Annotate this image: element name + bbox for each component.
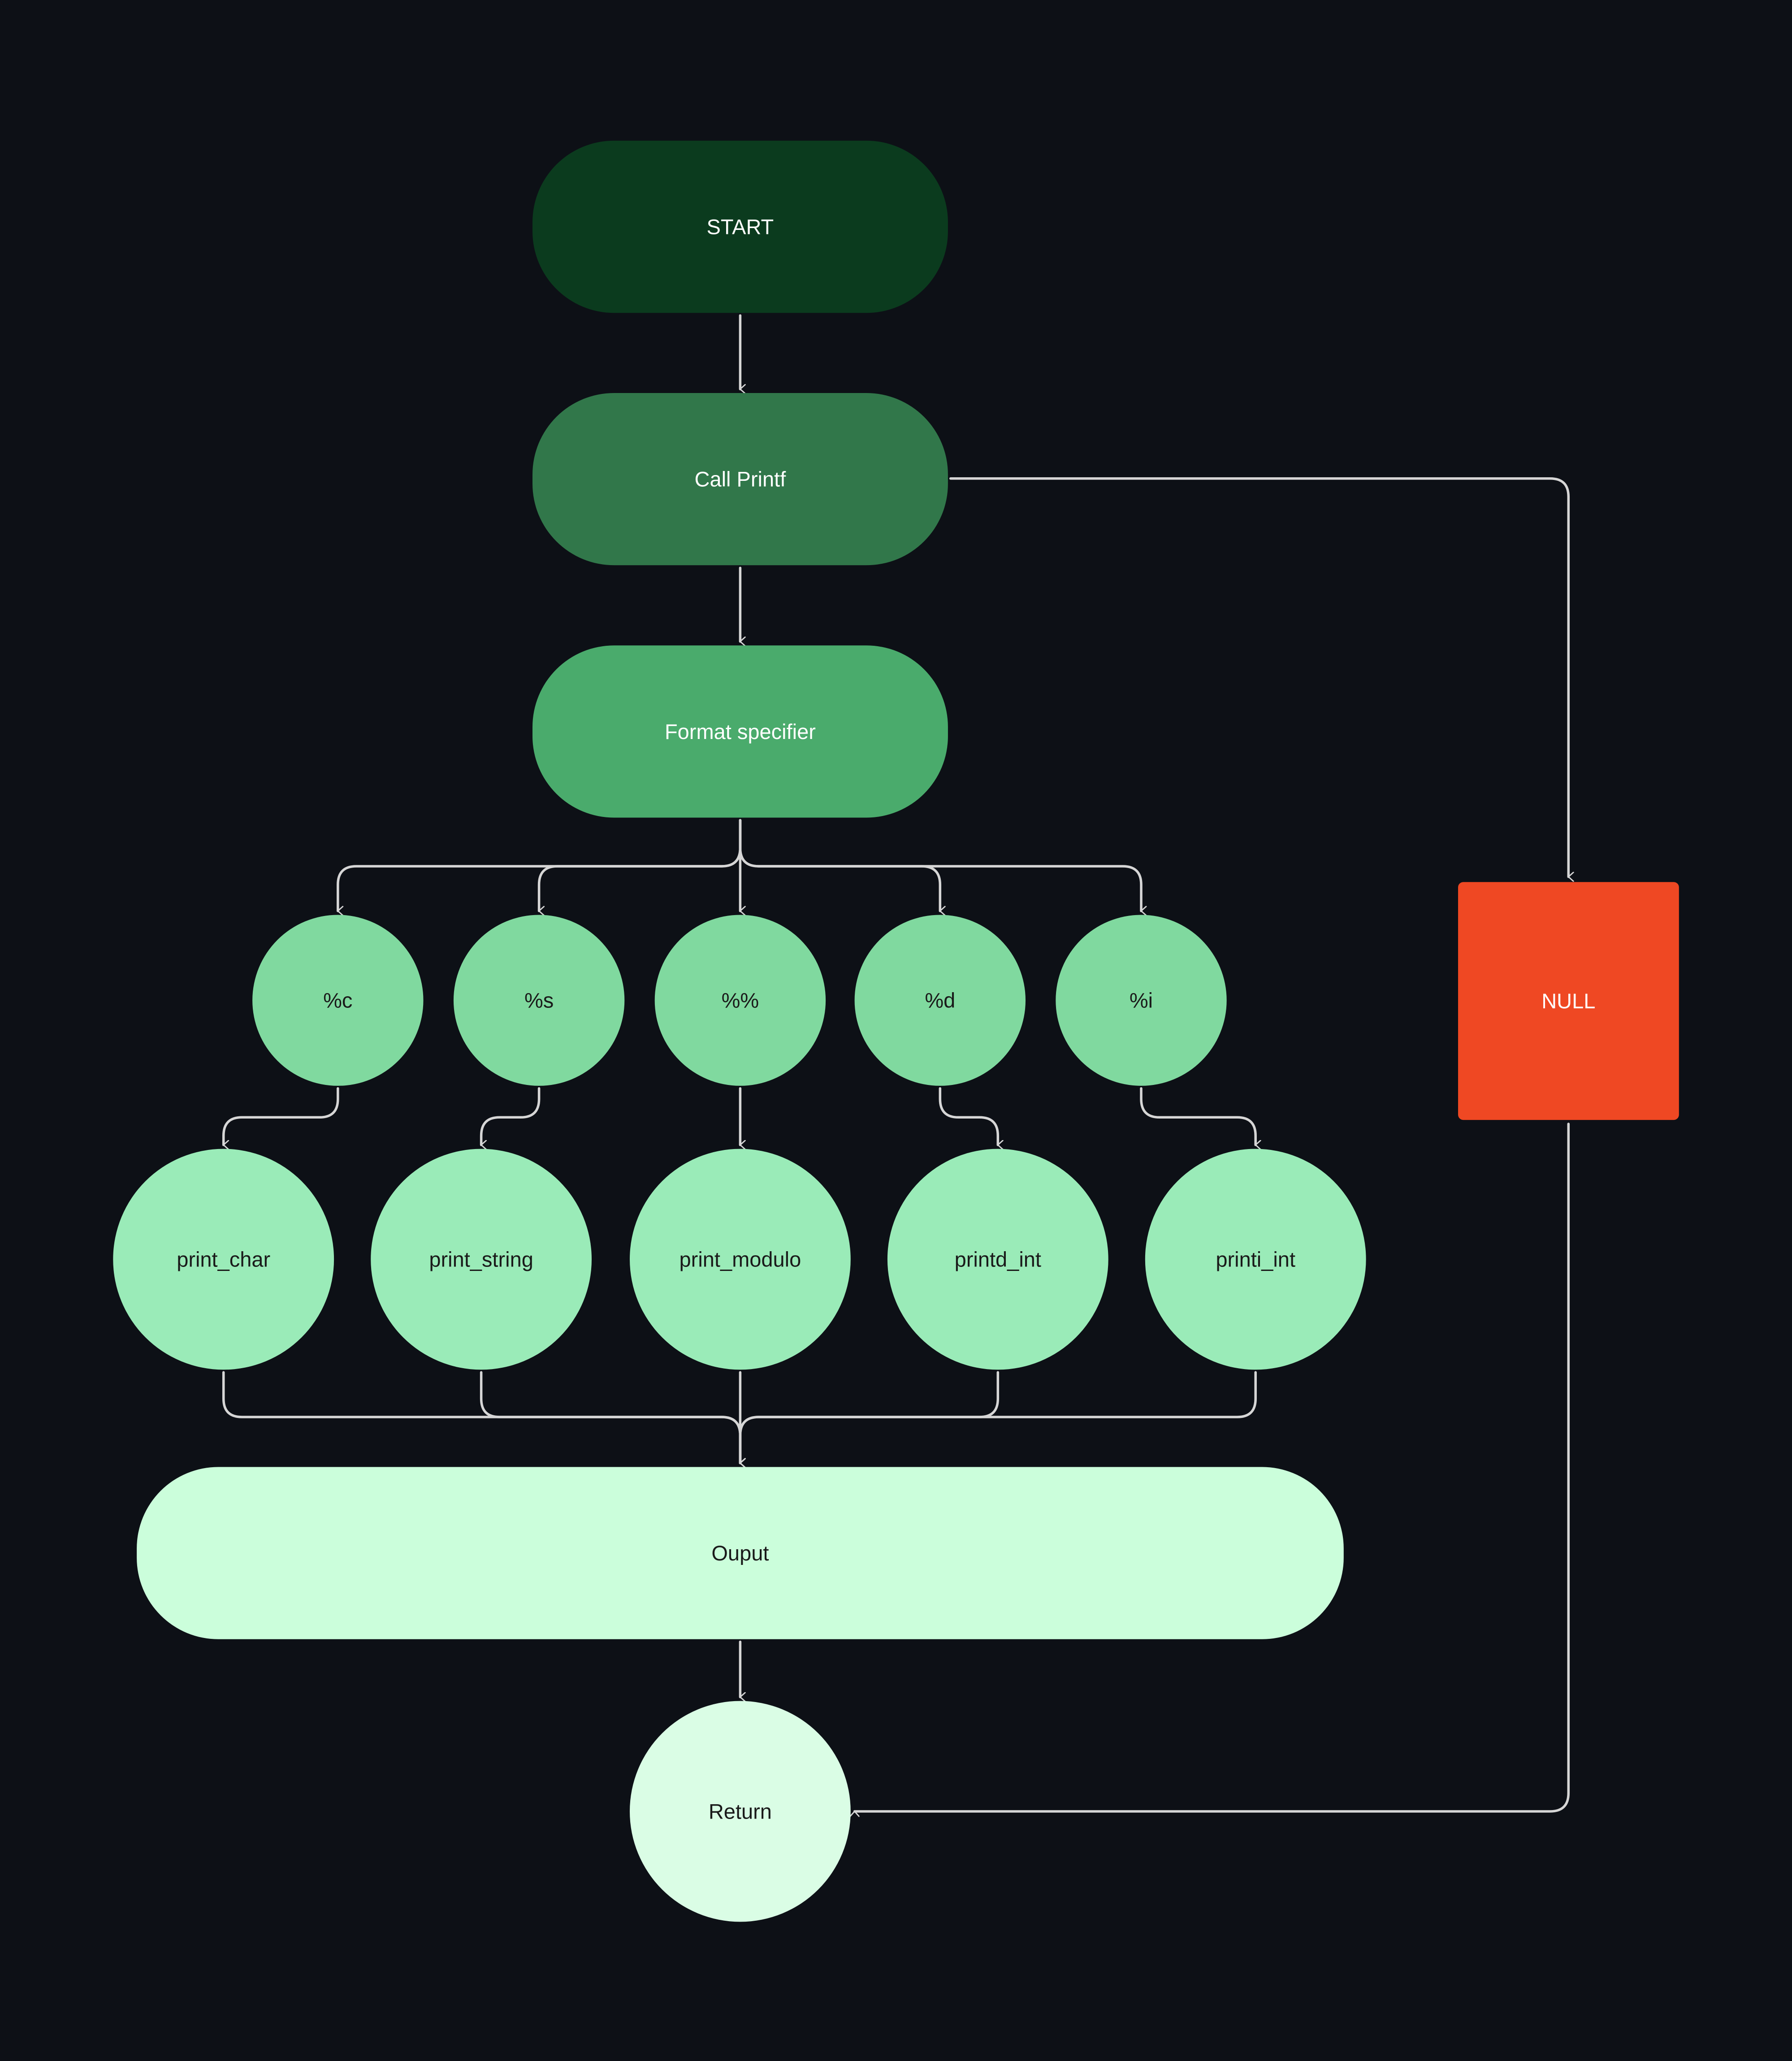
node-printi-int-label: printi_int — [1216, 1248, 1295, 1271]
connector-spec-c-to-print-char — [222, 1087, 339, 1145]
node-spec-s-shape — [453, 915, 625, 1086]
node-return-shape — [630, 1701, 851, 1922]
connector-format-specifier-to-spec-i — [739, 819, 1141, 911]
node-format-specifier-label: Format specifier — [665, 720, 816, 743]
node-null: NULL — [1458, 882, 1679, 1120]
node-print-string-label: print_string — [429, 1248, 533, 1271]
node-print-char: print_char — [113, 1149, 334, 1370]
node-start-label: START — [707, 215, 774, 239]
node-spec-percent: %% — [654, 915, 826, 1086]
connector-printi-int-to-output — [739, 1371, 1257, 1463]
connectors — [222, 314, 1570, 1811]
node-start-shape — [532, 140, 948, 313]
node-spec-c-label: %c — [323, 989, 352, 1012]
node-start: START — [532, 140, 948, 313]
connector-null-to-return — [855, 1123, 1570, 1811]
node-print-char-label: print_char — [177, 1248, 270, 1271]
node-spec-d-shape — [854, 915, 1026, 1086]
connector-call-printf-to-null — [949, 477, 1569, 877]
node-spec-c-shape — [252, 915, 424, 1086]
node-format-specifier-shape — [532, 645, 948, 818]
node-print-modulo-shape — [630, 1149, 851, 1370]
node-null-label: NULL — [1541, 989, 1595, 1013]
node-output-label: Ouput — [711, 1541, 769, 1565]
node-return: Return — [630, 1701, 851, 1922]
node-spec-percent-shape — [654, 915, 826, 1086]
connector-spec-d-to-printd-int — [939, 1087, 998, 1145]
node-call-printf-shape — [532, 393, 948, 566]
node-print-string-shape — [371, 1149, 592, 1370]
node-printd-int: printd_int — [887, 1149, 1108, 1370]
node-spec-c: %c — [252, 915, 424, 1086]
node-spec-i: %i — [1056, 915, 1227, 1086]
node-return-label: Return — [709, 1800, 772, 1823]
node-printd-int-label: printd_int — [955, 1248, 1041, 1271]
node-spec-percent-label: %% — [722, 989, 759, 1012]
node-call-printf: Call Printf — [532, 393, 948, 566]
node-spec-i-shape — [1056, 915, 1227, 1086]
node-spec-s: %s — [453, 915, 625, 1086]
node-spec-d-label: %d — [925, 989, 955, 1012]
connector-spec-i-to-printi-int — [1140, 1087, 1255, 1145]
node-printd-int-shape — [887, 1149, 1108, 1370]
node-printi-int-shape — [1145, 1149, 1366, 1370]
node-format-specifier: Format specifier — [532, 645, 948, 818]
connector-spec-s-to-print-string — [480, 1087, 541, 1145]
node-print-modulo-label: print_modulo — [680, 1248, 801, 1271]
node-null-shape — [1458, 882, 1679, 1120]
node-print-char-shape — [113, 1149, 334, 1370]
node-output: Ouput — [137, 1467, 1344, 1639]
node-printi-int: printi_int — [1145, 1149, 1366, 1370]
node-spec-s-label: %s — [524, 989, 554, 1012]
node-print-modulo: print_modulo — [630, 1149, 851, 1370]
node-print-string: print_string — [371, 1149, 592, 1370]
node-call-printf-label: Call Printf — [695, 467, 787, 491]
node-output-shape — [137, 1467, 1344, 1639]
node-spec-d: %d — [854, 915, 1026, 1086]
node-spec-i-label: %i — [1130, 989, 1153, 1012]
